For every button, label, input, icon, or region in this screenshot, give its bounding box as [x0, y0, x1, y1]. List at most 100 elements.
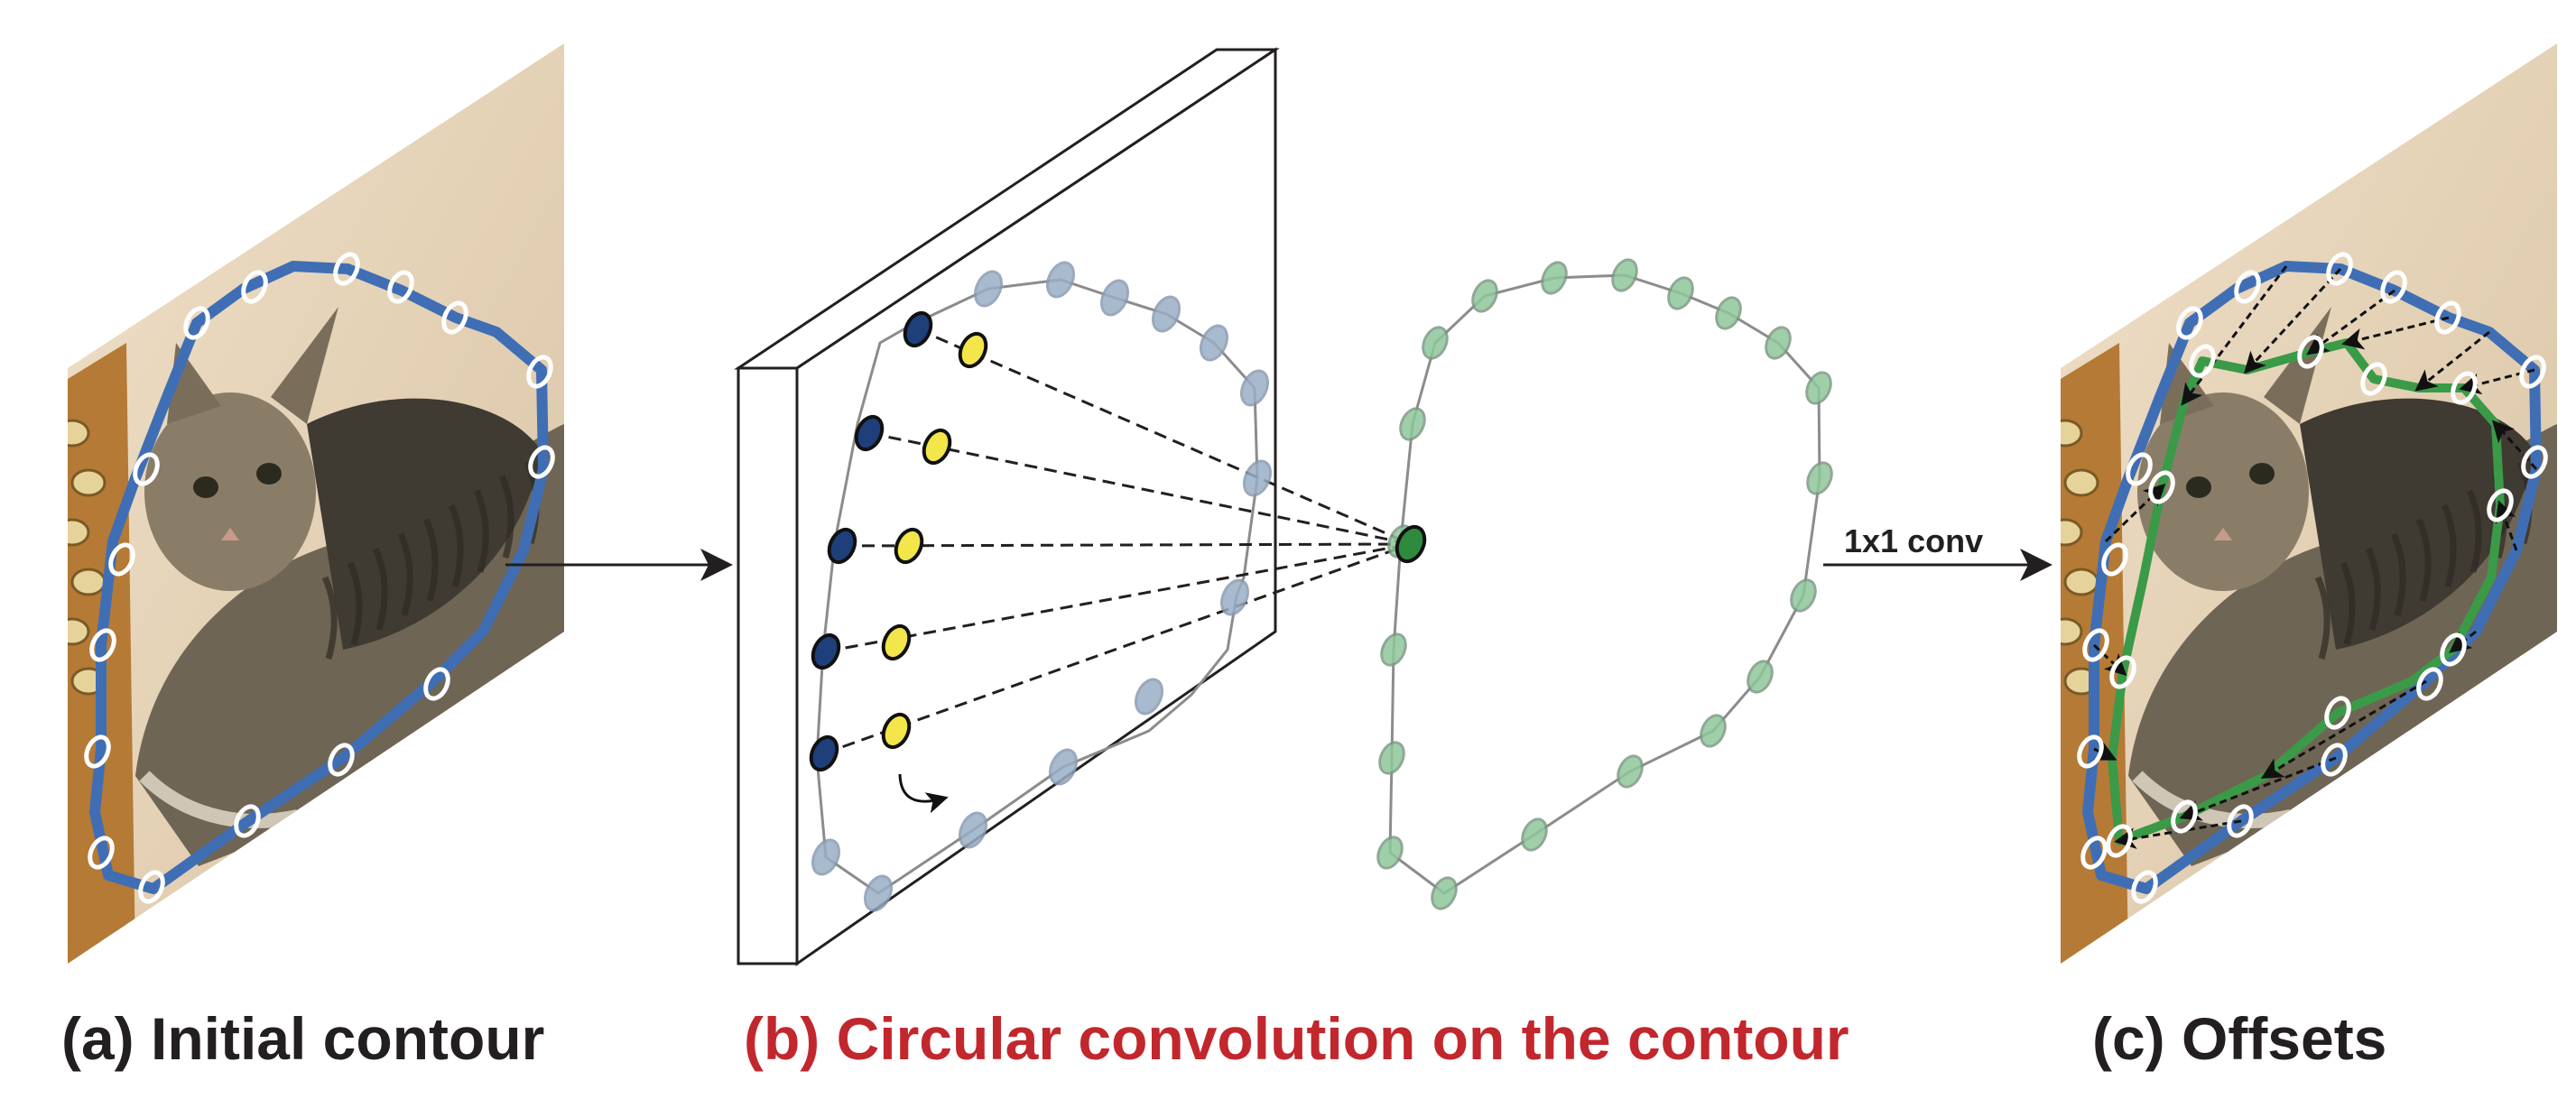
caption-initial-contour: (a) Initial contour	[61, 1005, 545, 1072]
contour-vertex-icon	[1765, 326, 1792, 360]
contour-vertex-icon	[2131, 870, 2158, 904]
contour-vertex-icon	[108, 542, 135, 577]
initial-contour-vertices	[84, 252, 555, 904]
contour-vertex-icon	[1199, 324, 1229, 362]
contour-vertex-icon	[2126, 452, 2153, 486]
contour-vertex-icon	[2521, 445, 2548, 479]
contour-vertex-icon	[958, 331, 988, 369]
contour-vertex-icon	[2416, 667, 2443, 701]
contour-vertex-icon	[1422, 326, 1449, 360]
contour-vertex-icon	[2440, 632, 2467, 667]
contour-vertex-icon	[2176, 306, 2203, 340]
contour-vertex-icon	[526, 355, 553, 389]
contour-vertex-icon	[863, 874, 894, 912]
contour-vertex-icon	[1219, 578, 1250, 616]
contour-vertex-icon	[854, 414, 885, 452]
contour-vertex-icon	[2171, 799, 2198, 834]
contour-vertex-icon	[2101, 542, 2128, 577]
contour-vertex-icon	[1431, 876, 1458, 910]
contour-vertex-icon	[2227, 804, 2254, 838]
contour-vertex-icon	[2360, 362, 2387, 396]
contour-vertex-icon	[1611, 258, 1638, 292]
contour-vertex-icon	[1399, 407, 1426, 441]
contour-vertex-icon	[1617, 754, 1644, 789]
contour-vertex-icon	[1134, 678, 1164, 716]
contour-vertex-icon	[333, 252, 360, 286]
contour-vertex-icon	[441, 300, 468, 335]
panel-offsets	[2061, 43, 2557, 964]
contour-vertex-icon	[2077, 734, 2104, 769]
deformed-contour-line	[2108, 338, 2505, 845]
contour-vertex-icon	[1239, 369, 1270, 407]
contour-vertex-icon	[1099, 279, 1130, 317]
contour-vertex-icon	[1471, 279, 1498, 313]
contour-vertex-icon	[241, 270, 268, 304]
caption-circular-convolution: (b) Circular convolution on the contour	[744, 1005, 1849, 1072]
contour-vertex-icon	[2148, 470, 2175, 504]
contour-vertex-icon	[903, 310, 933, 348]
contour-vertex-icon	[2080, 836, 2108, 870]
contour-vertex-icon	[958, 811, 988, 849]
contour-vertex-icon	[1747, 660, 1774, 694]
contour-vertex-icon	[2297, 335, 2324, 369]
convolution-kernel-lines	[823, 328, 1412, 755]
contour-vertex-icon	[2109, 655, 2136, 689]
contour-vertex-icon	[1376, 836, 1404, 870]
output-contour-vertices	[1376, 258, 1833, 910]
contour-vertex-icon	[528, 445, 555, 479]
caption-offsets: (c) Offsets	[2092, 1005, 2387, 1072]
contour-vertex-icon	[1151, 295, 1181, 333]
contour-vertex-icon	[922, 428, 952, 466]
contour-vertex-icon	[1667, 276, 1694, 310]
contour-vertex-icon	[88, 836, 115, 870]
offset-contour-vertices	[2077, 252, 2548, 904]
contour-vertex-icon	[881, 712, 912, 750]
contour-vertex-icon	[2434, 300, 2461, 335]
feature-map-side-face	[737, 366, 799, 965]
conv-arrow-label: 1x1 conv	[1844, 522, 1983, 559]
feature-map-front-face	[795, 47, 1277, 966]
contour-vertex-icon	[1045, 261, 1076, 299]
contour-vertex-icon	[234, 804, 261, 838]
initial-contour-line	[89, 261, 549, 894]
contour-vertex-icon	[2326, 252, 2353, 286]
contour-vertex-icon	[881, 623, 912, 661]
contour-vertex-icon	[2380, 270, 2407, 304]
contour-vertex-icon	[387, 270, 414, 304]
cat-photo	[68, 43, 564, 964]
contour-vertex-icon	[811, 838, 841, 876]
contour-vertex-icon	[2324, 696, 2351, 730]
contour-vertex-icon	[894, 527, 924, 565]
contour-vertex-icon	[2519, 355, 2546, 389]
contour-vertex-icon	[1378, 741, 1405, 775]
contour-vertex-icon	[89, 628, 116, 662]
panel-circular-convolution	[734, 47, 1833, 966]
contour-vertex-icon	[1521, 817, 1548, 852]
contour-vertex-icon	[1700, 714, 1727, 748]
contour-vertex-icon	[827, 527, 857, 565]
contour-vertex-icon	[1242, 459, 1273, 497]
contour-vertex-icon	[1395, 524, 1427, 564]
contour-vertex-icon	[328, 743, 355, 777]
contour-vertex-icon	[183, 306, 210, 340]
contour-vertex-icon	[1048, 748, 1079, 786]
contour-vertex-icon	[809, 734, 839, 772]
feature-contour-vertices	[809, 261, 1273, 912]
contour-vertex-icon	[811, 632, 841, 670]
contour-vertex-icon	[1790, 578, 1817, 613]
contour-vertex-icon	[1541, 261, 1568, 295]
curved-arrow-icon	[898, 773, 949, 814]
contour-vertex-icon	[2487, 488, 2514, 522]
contour-vertex-icon	[138, 870, 165, 904]
contour-vertex-icon	[1805, 371, 1832, 405]
contour-vertex-icon	[2082, 628, 2109, 662]
contour-vertex-icon	[133, 452, 160, 486]
contour-vertex-icon	[1380, 632, 1407, 667]
cat-photo	[2061, 43, 2557, 964]
output-contour-line	[1388, 273, 1821, 895]
contour-vertex-icon	[2189, 344, 2216, 378]
contour-vertex-icon	[84, 734, 111, 769]
contour-vertex-icon	[2451, 371, 2478, 405]
contour-vertex-icon	[2234, 270, 2261, 304]
